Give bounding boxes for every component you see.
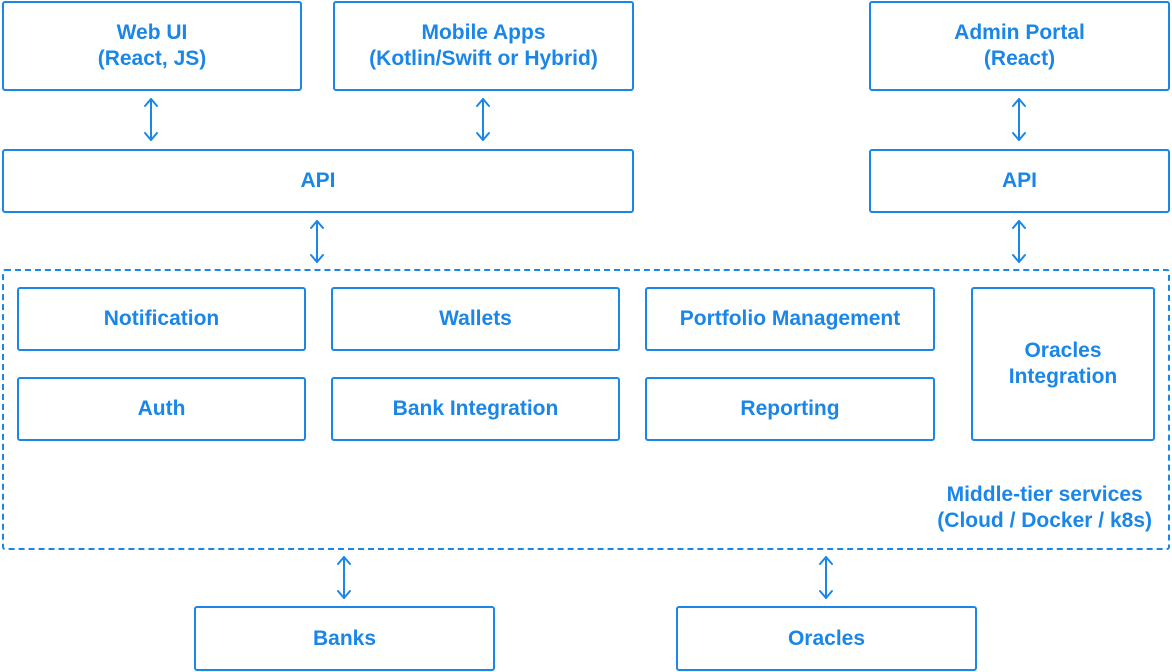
portfolio-management-service-box: Portfolio Management: [645, 287, 935, 351]
oracles-integration-service-box: Oracles Integration: [971, 287, 1155, 441]
notification-service-box: Notification: [17, 287, 306, 351]
public-api-box: API: [2, 149, 634, 213]
middle-tier-subtitle: (Cloud / Docker / k8s): [937, 509, 1152, 532]
bank-integration-label: Bank Integration: [392, 397, 559, 420]
arrow-middle-tier-to-oracles: [819, 556, 833, 599]
admin-api-box: API: [869, 149, 1170, 213]
arrow-admin-portal-to-api: [1012, 98, 1026, 141]
mobile-apps-subtitle: (Kotlin/Swift or Hybrid): [369, 47, 598, 70]
oracles-integration-title: Oracles: [1024, 339, 1102, 362]
middle-tier-title: Middle-tier services: [946, 483, 1143, 506]
oracles-integration-subtitle: Integration: [1008, 365, 1118, 388]
mobile-apps-title: Mobile Apps: [421, 21, 546, 44]
notification-label: Notification: [103, 307, 220, 330]
admin-portal-title: Admin Portal: [954, 21, 1085, 44]
mobile-apps-box: Mobile Apps (Kotlin/Swift or Hybrid): [333, 1, 634, 91]
arrow-public-api-to-middle-tier: [310, 220, 324, 263]
admin-portal-subtitle: (React): [983, 47, 1056, 70]
admin-portal-box: Admin Portal (React): [869, 1, 1170, 91]
bank-integration-service-box: Bank Integration: [331, 377, 620, 441]
reporting-label: Reporting: [740, 397, 840, 420]
oracles-label: Oracles: [787, 626, 866, 650]
web-ui-title: Web UI: [116, 21, 188, 44]
web-ui-box: Web UI (React, JS): [2, 1, 302, 91]
middle-tier-label: Middle-tier services (Cloud / Docker / k…: [937, 482, 1152, 534]
banks-box: Banks: [194, 606, 495, 671]
arrow-middle-tier-to-banks: [337, 556, 351, 599]
middle-tier-group: Middle-tier services (Cloud / Docker / k…: [2, 269, 1170, 550]
reporting-service-box: Reporting: [645, 377, 935, 441]
oracles-box: Oracles: [676, 606, 977, 671]
arrow-mobile-apps-to-api: [476, 98, 490, 141]
wallets-service-box: Wallets: [331, 287, 620, 351]
admin-api-label: API: [1001, 169, 1037, 192]
banks-label: Banks: [312, 626, 377, 650]
portfolio-management-label: Portfolio Management: [679, 307, 901, 330]
auth-label: Auth: [137, 397, 186, 420]
public-api-label: API: [300, 169, 336, 192]
auth-service-box: Auth: [17, 377, 306, 441]
web-ui-subtitle: (React, JS): [97, 47, 207, 70]
wallets-label: Wallets: [439, 307, 512, 330]
arrow-web-ui-to-api: [144, 98, 158, 141]
arrow-admin-api-to-middle-tier: [1012, 220, 1026, 263]
